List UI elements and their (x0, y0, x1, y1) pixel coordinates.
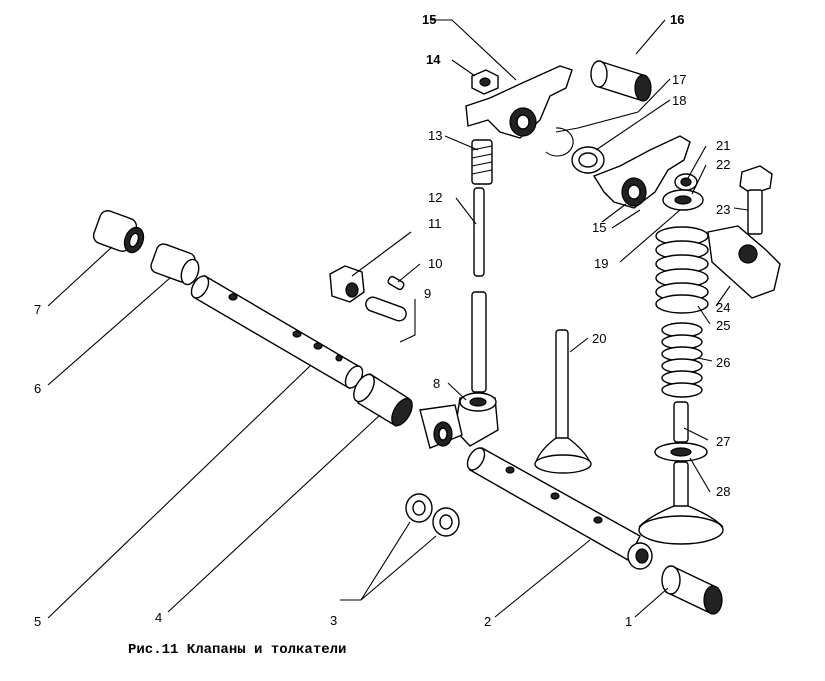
valve-large (638, 461, 724, 545)
rocker-arm-15-top (465, 65, 573, 139)
callout-12: 12 (428, 190, 442, 205)
inner-spring-26 (661, 322, 703, 398)
pin-9 (365, 296, 407, 322)
spacer-sleeve-4 (353, 372, 413, 428)
callout-1: 1 (625, 614, 632, 629)
spring-clip-17 (545, 127, 574, 157)
callout-23: 23 (716, 202, 730, 217)
bushing-1 (661, 565, 723, 615)
callout-6: 6 (34, 381, 41, 396)
callout-26: 26 (716, 355, 730, 370)
rocker-arm-15-lower (592, 135, 691, 209)
adjusting-screw-13 (471, 139, 493, 185)
washer-18 (571, 146, 605, 174)
bushing-16 (590, 60, 652, 102)
tappet-8 (419, 392, 499, 449)
callout-18: 18 (672, 93, 686, 108)
callout-16: 16 (670, 12, 684, 27)
callout-28: 28 (716, 484, 730, 499)
callout-27: 27 (716, 434, 730, 449)
callout-17: 17 (672, 72, 686, 87)
nut-14 (471, 69, 499, 95)
bushing-7 (92, 210, 145, 254)
outer-spring-25 (655, 226, 709, 314)
bolt-23 (739, 165, 773, 235)
callout-numbers: 7 6 5 4 3 2 1 8 9 10 11 12 13 14 15 15 1… (34, 12, 730, 629)
callout-5: 5 (34, 614, 41, 629)
callout-22: 22 (716, 157, 730, 172)
callout-2: 2 (484, 614, 491, 629)
nut-11 (329, 265, 365, 303)
spring-retainer-22 (662, 189, 704, 211)
bushings-3 (405, 493, 460, 537)
callout-10: 10 (428, 256, 442, 271)
valve-20 (534, 329, 592, 474)
callout-3: 3 (330, 613, 337, 628)
parts-illustration (92, 60, 781, 615)
valve-keepers-21 (674, 173, 698, 191)
figure-caption: Рис.11 Клапаны и толкатели (128, 642, 346, 658)
callout-11: 11 (428, 216, 442, 231)
callout-4: 4 (155, 610, 162, 625)
callout-8: 8 (433, 376, 440, 391)
valve-guide-27 (673, 401, 689, 443)
sleeve-6 (150, 243, 200, 286)
callout-24: 24 (716, 300, 730, 315)
callout-14: 14 (426, 52, 441, 67)
push-rod-12 (471, 187, 487, 393)
callout-15-lower: 15 (592, 220, 606, 235)
callout-13: 13 (428, 128, 442, 143)
spring-seat-28 (654, 442, 708, 462)
callout-7: 7 (34, 302, 41, 317)
callout-20: 20 (592, 331, 606, 346)
rocker-bracket-24 (707, 225, 781, 299)
leader-lines (47, 19, 749, 619)
callout-15-top: 15 (422, 12, 436, 27)
callout-25: 25 (716, 318, 730, 333)
callout-21: 21 (716, 138, 730, 153)
small-pin-10 (387, 275, 405, 291)
callout-9: 9 (424, 286, 431, 301)
callout-19: 19 (594, 256, 608, 271)
rocker-shaft-2 (466, 447, 653, 570)
